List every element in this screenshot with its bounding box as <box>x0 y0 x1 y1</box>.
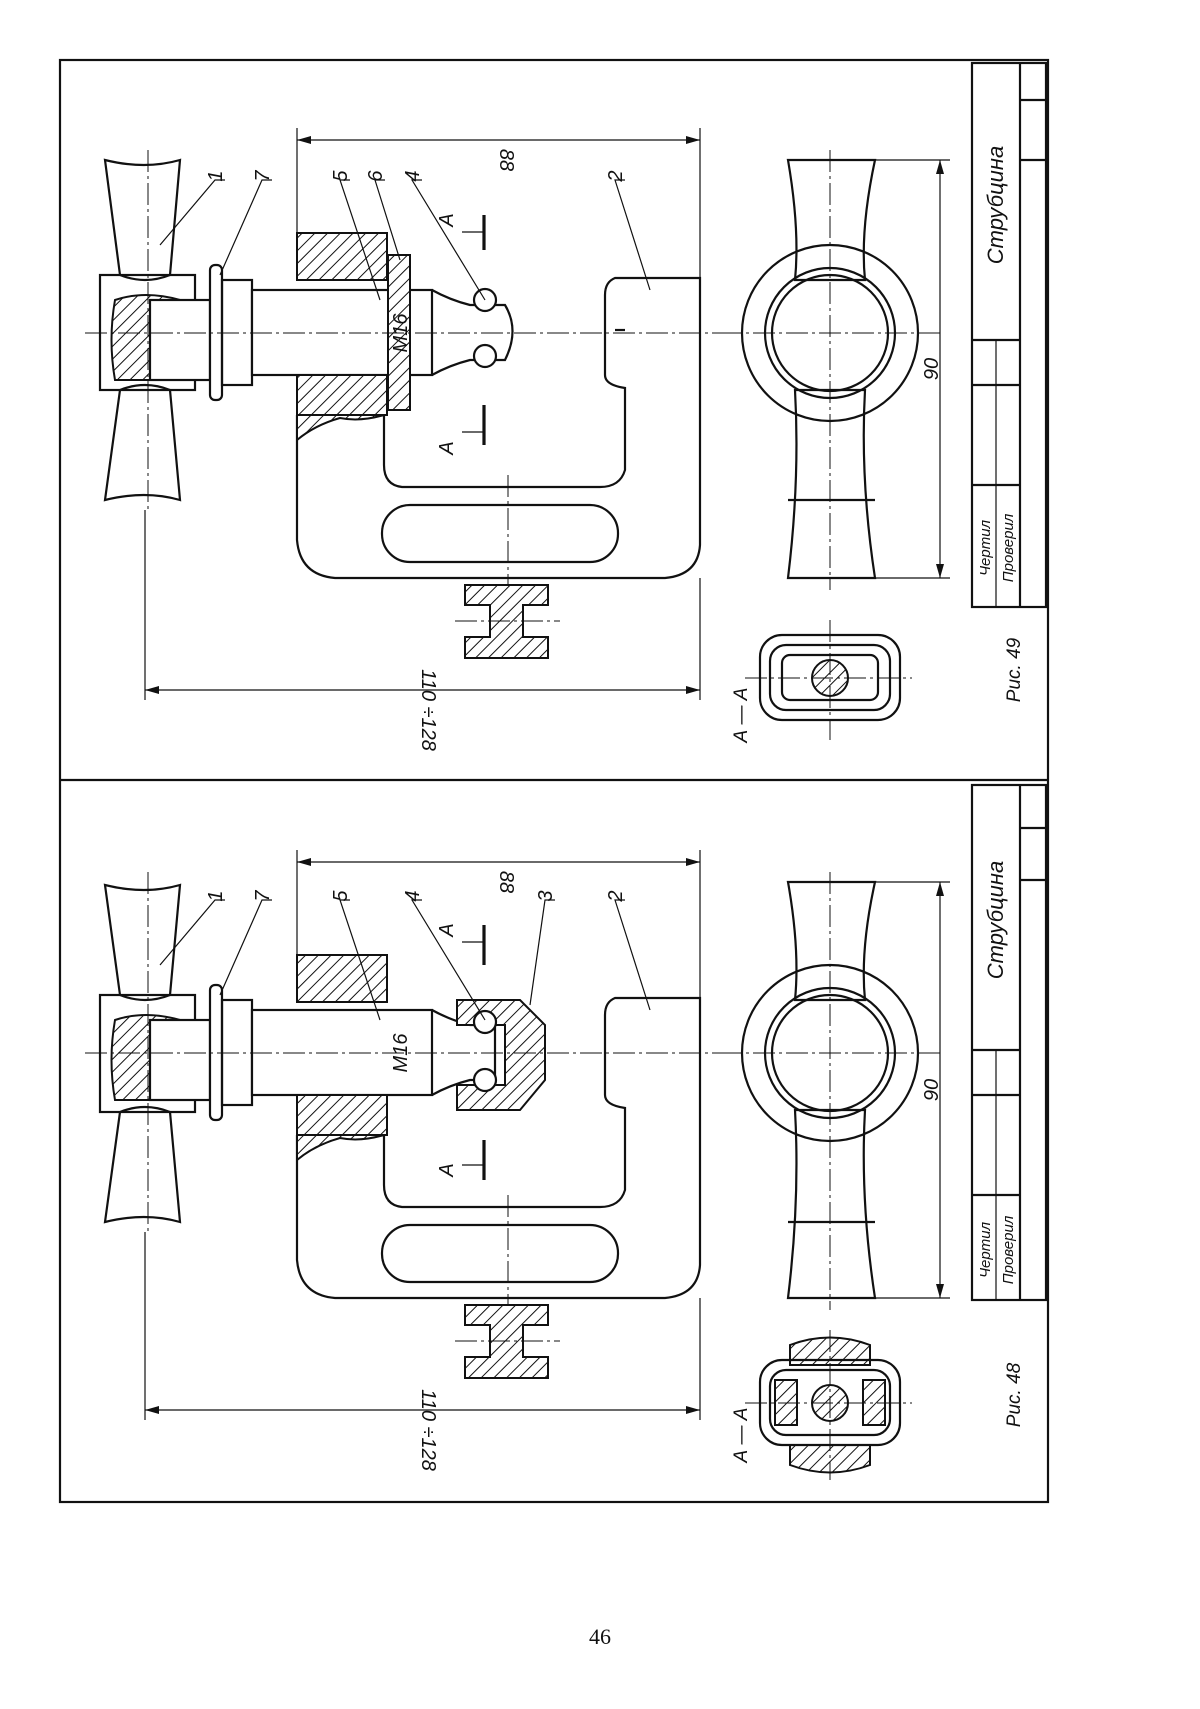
part-number-7: 7 <box>252 890 274 902</box>
title-block-48 <box>970 783 1048 1302</box>
sheet-49 <box>85 61 1048 740</box>
frame-boss-bottom <box>296 1094 388 1136</box>
side-wing-bottom <box>786 1108 877 1300</box>
part-number-7: 7 <box>252 170 274 182</box>
section-mark-a-top: А <box>436 923 458 937</box>
frame-boss-top <box>296 232 388 281</box>
part-number-4: 4 <box>402 890 424 901</box>
swivel-pin <box>148 298 212 382</box>
dim-88: 88 <box>495 871 517 893</box>
page-number: 46 <box>589 1624 611 1649</box>
leader-6 <box>374 179 401 261</box>
dim-90: 90 <box>921 1079 943 1101</box>
dim-110-128: 110 ÷128 <box>417 1389 439 1471</box>
leader-2 <box>614 899 651 1011</box>
ball-4-bottom <box>472 343 498 369</box>
side-wing-top <box>786 880 877 1002</box>
leader-5 <box>339 899 381 1021</box>
ball-4-bottom <box>472 1067 498 1093</box>
swivel-pin <box>148 1018 212 1102</box>
frame-boss-top <box>296 954 388 1003</box>
section-aa-49 <box>745 620 912 740</box>
wing-handle-upper <box>103 158 182 282</box>
screw-tip <box>431 289 514 376</box>
frame-boss-bottom <box>296 374 388 416</box>
frame-break-section <box>296 1134 385 1163</box>
dim-90: 90 <box>921 358 943 380</box>
section-aa-label: А — А <box>731 688 752 744</box>
labels-48: 1 7 5 4 3 2 М16 88 90 110 ÷128 А А А — А… <box>205 861 1025 1471</box>
title-text: Струбцина <box>983 861 1008 980</box>
c-frame <box>295 276 702 580</box>
ball-4-top <box>472 1009 498 1035</box>
leader-4 <box>410 899 486 1021</box>
title-block-frame <box>970 783 1048 1302</box>
part-number-3: 3 <box>535 890 557 901</box>
wing-handle-upper <box>103 883 182 1002</box>
part-number-5: 5 <box>330 170 352 182</box>
leader-7 <box>219 899 272 996</box>
side-wing-top <box>786 158 877 282</box>
labels-49: 1 7 5 6 4 2 М16 88 90 110 ÷128 А А А — А… <box>205 146 1025 751</box>
title-block-frame <box>970 61 1048 609</box>
dim-88: 88 <box>495 149 517 171</box>
thread-label: М16 <box>390 1033 412 1073</box>
leader-1 <box>159 179 225 246</box>
part-number-2: 2 <box>605 170 627 182</box>
part-number-6: 6 <box>365 170 387 182</box>
part-number-2: 2 <box>605 890 627 902</box>
drawn-label: Чертил <box>977 1221 994 1278</box>
figure-caption: Рис. 49 <box>1004 637 1025 702</box>
aa-pad-bottom <box>789 1444 871 1474</box>
drawn-label: Чертил <box>977 519 994 576</box>
section-mark-a-top: А <box>436 213 458 227</box>
figure-caption: Рис. 48 <box>1004 1362 1025 1427</box>
frame-slot <box>380 503 620 564</box>
pad-3 <box>456 999 546 1111</box>
section-aa-label: А — А <box>731 1408 752 1464</box>
leader-5 <box>339 179 381 301</box>
wing-handle-lower <box>103 1105 182 1224</box>
leader-4 <box>410 179 486 301</box>
title-text: Струбцина <box>983 146 1008 265</box>
leader-3 <box>529 899 555 1006</box>
part-number-1: 1 <box>205 890 227 901</box>
section-mark-a-bottom: А <box>436 441 458 455</box>
sheet-48 <box>85 783 1048 1480</box>
title-block-49 <box>970 61 1048 609</box>
part-number-5: 5 <box>330 890 352 902</box>
clamp-assembly-view-49 <box>85 128 720 700</box>
thread-label: М16 <box>390 313 412 353</box>
side-view-48 <box>720 872 950 1310</box>
leader-7 <box>219 179 272 276</box>
leader-1 <box>159 899 225 966</box>
frame-break-section <box>296 414 385 443</box>
frame-slot <box>380 1223 620 1284</box>
clamp-assembly-view-48 <box>85 850 720 1420</box>
part-number-4: 4 <box>402 170 424 181</box>
section-mark-a-bottom: А <box>436 1163 458 1177</box>
wing-handle-lower <box>103 383 182 502</box>
part-number-1: 1 <box>205 170 227 181</box>
side-view-49 <box>720 150 950 590</box>
side-wing-bottom <box>786 388 877 580</box>
leader-2 <box>614 179 651 291</box>
checked-label: Проверил <box>1000 1215 1017 1284</box>
c-frame <box>295 996 702 1300</box>
dim-110-128: 110 ÷128 <box>417 669 439 751</box>
checked-label: Проверил <box>1000 513 1017 582</box>
section-aa-48 <box>745 1330 912 1480</box>
